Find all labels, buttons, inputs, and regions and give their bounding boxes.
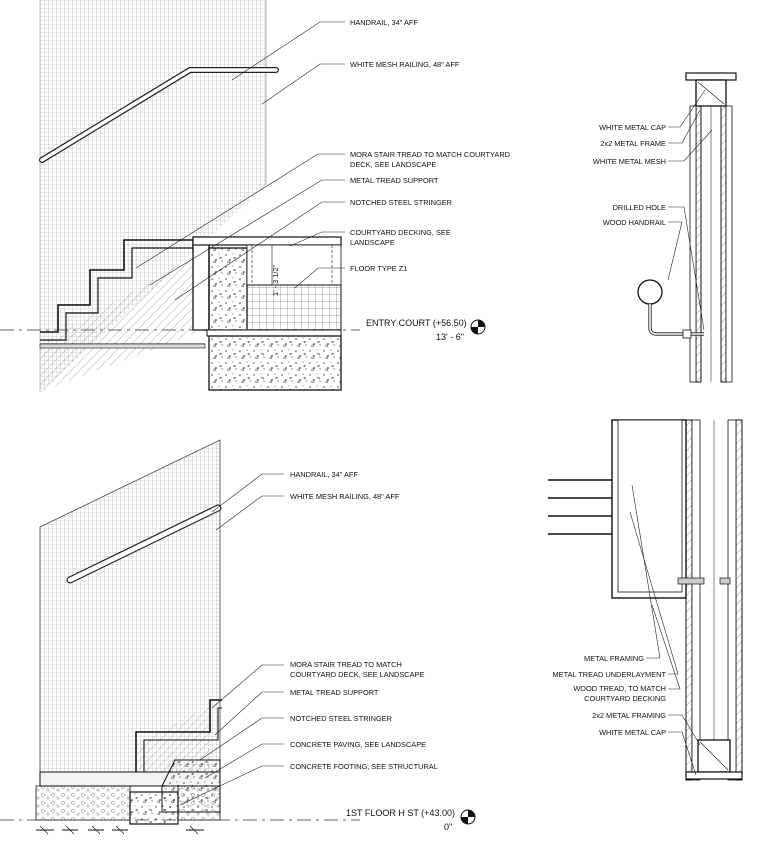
svg-text:WOOD HANDRAIL: WOOD HANDRAIL [603,218,666,227]
top-detail-drawing [637,72,737,383]
wood-handrail-profile [637,279,663,305]
top-leaders [135,21,345,301]
bottom-section-labels: HANDRAIL, 34" AFF WHITE MESH RAILING, 48… [290,470,438,771]
svg-text:NOTCHED STEEL STRINGER: NOTCHED STEEL STRINGER [350,198,452,207]
svg-text:DECK, SEE LANDSCAPE: DECK, SEE LANDSCAPE [350,160,436,169]
top-section-drawing: 1' - 3 1/2" ENTRY COURT (+56.50) 13' - 6… [0,0,486,392]
svg-text:MORA STAIR TREAD TO MATCH: MORA STAIR TREAD TO MATCH [290,660,402,669]
top-section-labels: HANDRAIL, 34" AFF WHITE MESH RAILING, 48… [350,18,510,273]
bottom-stair-treads [135,699,222,775]
svg-text:2x2 METAL FRAMING: 2x2 METAL FRAMING [592,711,666,720]
svg-text:METAL TREAD UNDERLAYMENT: METAL TREAD UNDERLAYMENT [553,670,667,679]
svg-text:COURTYARD DECKING: COURTYARD DECKING [584,694,666,703]
svg-text:HANDRAIL, 34" AFF: HANDRAIL, 34" AFF [350,18,418,27]
level-marker [460,809,476,825]
top-mesh-railing [40,0,266,392]
bottom-detail-labels: METAL FRAMING METAL TREAD UNDERLAYMENT W… [553,654,667,737]
svg-text:WHITE MESH RAILING, 48" AFF: WHITE MESH RAILING, 48" AFF [350,60,460,69]
top-dimension: 1' - 3 1/2" [271,264,280,296]
first-floor-elevation: 0" [444,822,452,832]
top-stair-treads [40,239,193,333]
svg-text:DRILLED HOLE: DRILLED HOLE [613,203,666,212]
svg-text:METAL TREAD SUPPORT: METAL TREAD SUPPORT [290,688,379,697]
svg-text:2x2 METAL FRAME: 2x2 METAL FRAME [600,139,666,148]
top-detail-labels: WHITE METAL CAP 2x2 METAL FRAME WHITE ME… [593,123,666,227]
svg-text:METAL FRAMING: METAL FRAMING [584,654,644,663]
entry-court-elevation: 13' - 6" [436,332,464,342]
svg-text:CONCRETE FOOTING, SEE STRUCTUR: CONCRETE FOOTING, SEE STRUCTURAL [290,762,438,771]
svg-text:LANDSCAPE: LANDSCAPE [350,238,395,247]
bottom-section-drawing: 1ST FLOOR H ST (+43.00) 0" [0,439,476,835]
svg-text:CONCRETE PAVING, SEE LANDSCAPE: CONCRETE PAVING, SEE LANDSCAPE [290,740,426,749]
bottom-detail-leaders [629,484,701,776]
svg-text:NOTCHED STEEL STRINGER: NOTCHED STEEL STRINGER [290,714,392,723]
svg-text:WOOD TREAD, TO MATCH: WOOD TREAD, TO MATCH [573,684,666,693]
first-floor-level: 1ST FLOOR H ST (+43.00) [346,808,455,818]
entry-court-level: ENTRY COURT (+56.50) [366,318,467,328]
svg-text:MORA STAIR TREAD TO MATCH COUR: MORA STAIR TREAD TO MATCH COURTYARD [350,150,510,159]
svg-text:HANDRAIL, 34" AFF: HANDRAIL, 34" AFF [290,470,358,479]
svg-text:WHITE METAL CAP: WHITE METAL CAP [599,728,666,737]
bottom-leaders [179,473,284,806]
top-detail-leaders [667,89,713,331]
svg-text:FLOOR TYPE Z1: FLOOR TYPE Z1 [350,264,407,273]
svg-text:METAL TREAD SUPPORT: METAL TREAD SUPPORT [350,176,439,185]
svg-text:WHITE METAL CAP: WHITE METAL CAP [599,123,666,132]
bottom-detail-drawing [548,419,743,781]
svg-text:COURTYARD DECK, SEE LANDSCAPE: COURTYARD DECK, SEE LANDSCAPE [290,670,425,679]
svg-text:WHITE METAL MESH: WHITE METAL MESH [593,157,666,166]
svg-text:COURTYARD DECKING, SEE: COURTYARD DECKING, SEE [350,228,451,237]
svg-text:WHITE MESH RAILING, 48" AFF: WHITE MESH RAILING, 48" AFF [290,492,400,501]
level-marker [470,319,486,335]
